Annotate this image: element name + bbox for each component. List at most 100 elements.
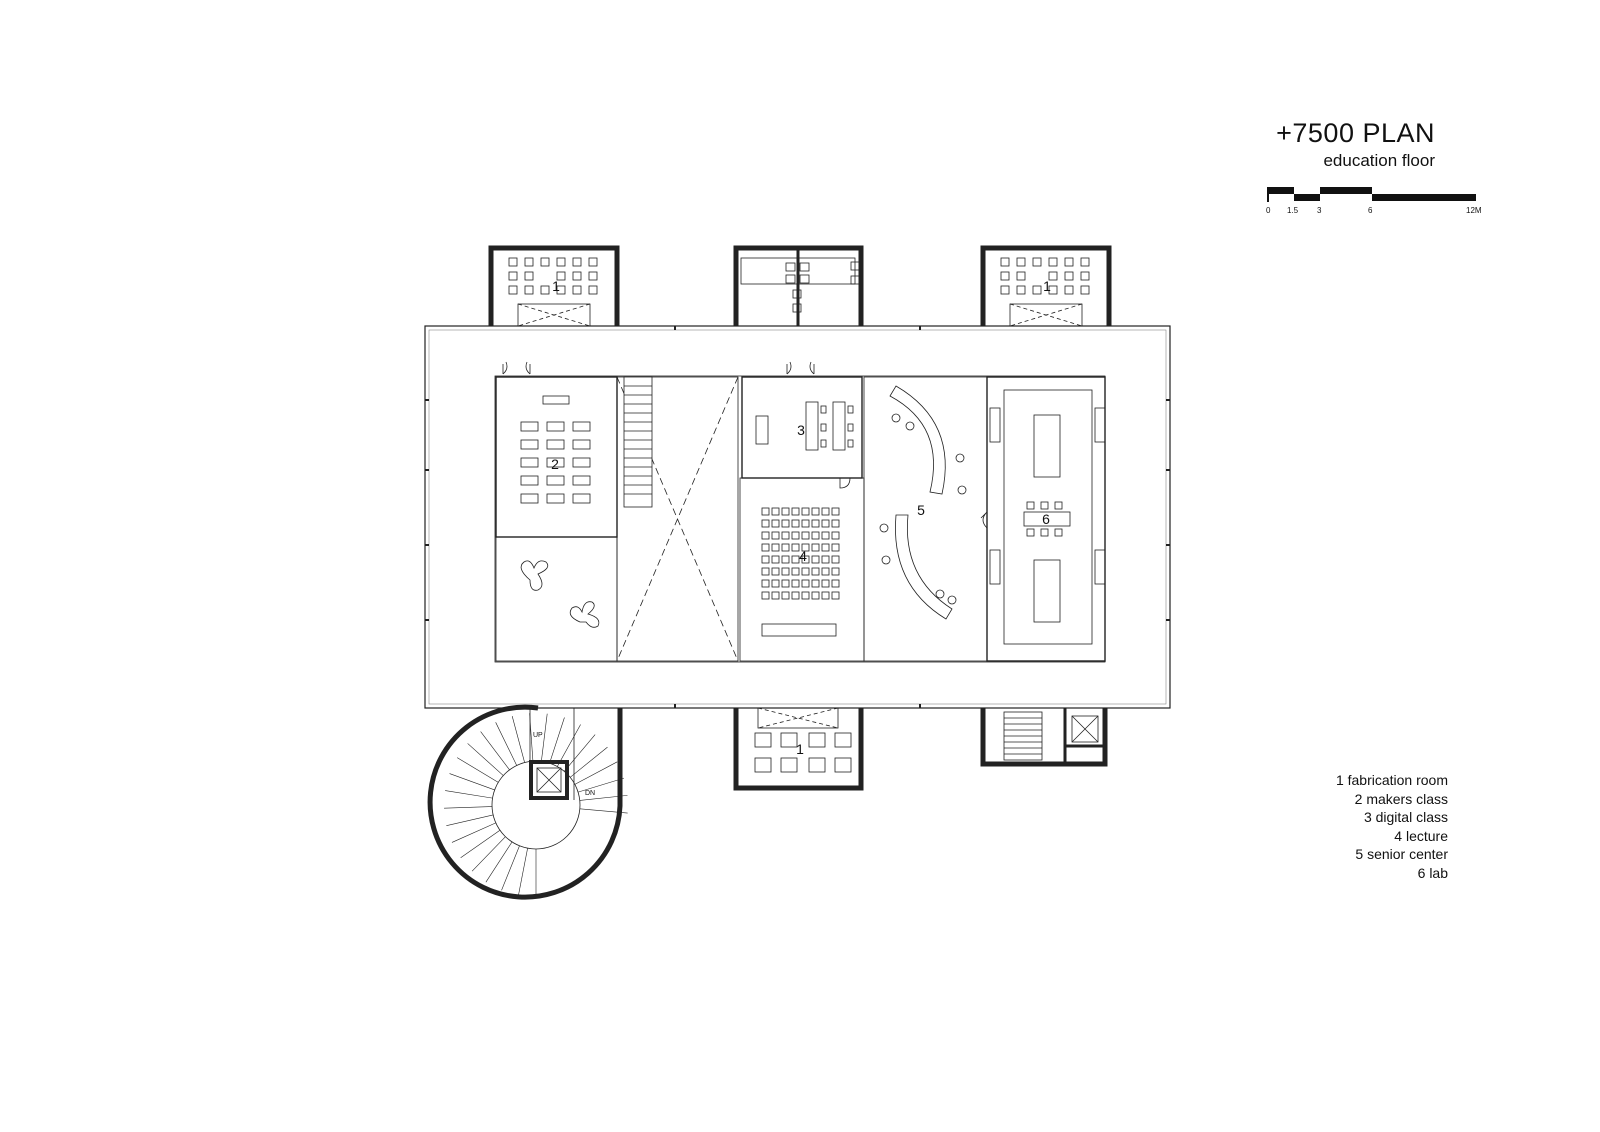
lecture-seat <box>821 531 830 540</box>
lecture-seat <box>791 543 800 552</box>
stair-tread <box>460 829 501 859</box>
legend-item: 6 lab <box>1417 864 1448 881</box>
lecture-seat <box>831 591 840 600</box>
lecture-seat <box>761 543 770 552</box>
legend-item: 3 digital class <box>1363 809 1448 825</box>
plan-title: +7500 PLAN <box>1276 118 1435 148</box>
room-number-fab-nw: 1 <box>552 278 560 294</box>
stair-tread <box>445 790 493 799</box>
lecture-seat <box>811 519 820 528</box>
fabrication-room-ne <box>980 245 1112 327</box>
lecture-seat <box>811 591 820 600</box>
plan-title-block: +7500 PLAN education floor <box>1276 118 1435 171</box>
lecture-seat <box>831 555 840 564</box>
lecture-seat <box>771 555 780 564</box>
lecture-seat <box>831 519 840 528</box>
fabrication-room-n <box>733 245 864 326</box>
lecture-seat <box>831 567 840 576</box>
plan-subtitle: education floor <box>1323 151 1435 170</box>
lecture-seat <box>781 543 790 552</box>
lecture-seat <box>791 555 800 564</box>
room-number-makers: 2 <box>551 456 559 472</box>
room-number-lecture: 4 <box>799 548 807 564</box>
stair-tread <box>449 773 495 791</box>
stair-tread <box>444 806 493 809</box>
lecture-seat <box>761 507 770 516</box>
scale-label-1-5: 1.5 <box>1287 206 1299 215</box>
stair-tread <box>541 713 548 762</box>
scale-label-0: 0 <box>1266 206 1271 215</box>
lecture-seat <box>821 567 830 576</box>
inner-core <box>494 375 1106 663</box>
lecture-seat <box>801 531 810 540</box>
lecture-seat <box>811 555 820 564</box>
lecture-seat <box>781 579 790 588</box>
legend-item: 1 fabrication room <box>1335 772 1448 788</box>
scale-label-3: 3 <box>1317 206 1322 215</box>
lecture-seat <box>761 531 770 540</box>
stair-tread <box>570 746 608 778</box>
lecture-seat <box>811 579 820 588</box>
room-number-lab: 6 <box>1042 511 1050 527</box>
lecture-seat <box>781 567 790 576</box>
scale-label-12m: 12M <box>1466 206 1482 215</box>
makers-class-room <box>495 361 618 538</box>
stair-tread <box>456 757 499 783</box>
stair-tread <box>549 717 565 764</box>
lecture-seat <box>811 567 820 576</box>
lecture-seat <box>801 567 810 576</box>
main-floor-slab <box>424 325 1171 709</box>
lecture-seat <box>761 567 770 576</box>
lecture-seat <box>791 519 800 528</box>
lecture-seat <box>801 519 810 528</box>
lecture-seat <box>801 579 810 588</box>
lecture-seat <box>791 579 800 588</box>
lecture-seat <box>761 591 770 600</box>
stair-tread <box>518 848 528 896</box>
lecture-seat <box>781 555 790 564</box>
lecture-seat <box>771 543 780 552</box>
stair-tread <box>495 722 517 766</box>
lecture-seat <box>811 543 820 552</box>
spiral-stair <box>427 704 628 900</box>
lecture-seat <box>821 507 830 516</box>
room-number-fab-s: 1 <box>796 741 804 757</box>
stair-tread <box>480 731 510 771</box>
lecture-seat <box>791 531 800 540</box>
lecture-seat <box>781 531 790 540</box>
lecture-seat <box>831 507 840 516</box>
lecture-seat <box>821 579 830 588</box>
lecture-seat <box>771 531 780 540</box>
stair-tread <box>467 743 504 776</box>
scale-label-6: 6 <box>1368 206 1373 215</box>
stair-tread <box>446 814 494 826</box>
lecture-seat <box>821 591 830 600</box>
fabrication-room-s <box>733 707 864 791</box>
stair-label-up: UP <box>533 732 543 739</box>
lecture-seat <box>821 543 830 552</box>
legend-item: 2 makers class <box>1354 790 1448 807</box>
lecture-seat <box>801 543 810 552</box>
room-number-fab-ne: 1 <box>1043 278 1051 294</box>
room-legend: 1 fabrication room 2 makers class 3 digi… <box>1260 771 1448 882</box>
lecture-seat <box>831 531 840 540</box>
lab-room <box>980 376 1106 662</box>
stair-tread <box>574 761 618 785</box>
lecture-seat <box>761 555 770 564</box>
stair-tread <box>579 795 628 801</box>
lecture-seat <box>821 519 830 528</box>
stair-tread <box>485 841 513 883</box>
lecture-room <box>739 477 865 662</box>
stair-tread <box>501 845 520 891</box>
lecture-seat <box>831 579 840 588</box>
stair-tread <box>451 822 496 843</box>
lecture-seat <box>771 519 780 528</box>
lecture-seat <box>761 519 770 528</box>
lecture-seat <box>791 507 800 516</box>
senior-center-room <box>863 376 988 662</box>
stair-tread <box>577 777 625 793</box>
lecture-seat <box>831 543 840 552</box>
stair-tread <box>564 734 596 772</box>
lecture-seat <box>811 531 820 540</box>
